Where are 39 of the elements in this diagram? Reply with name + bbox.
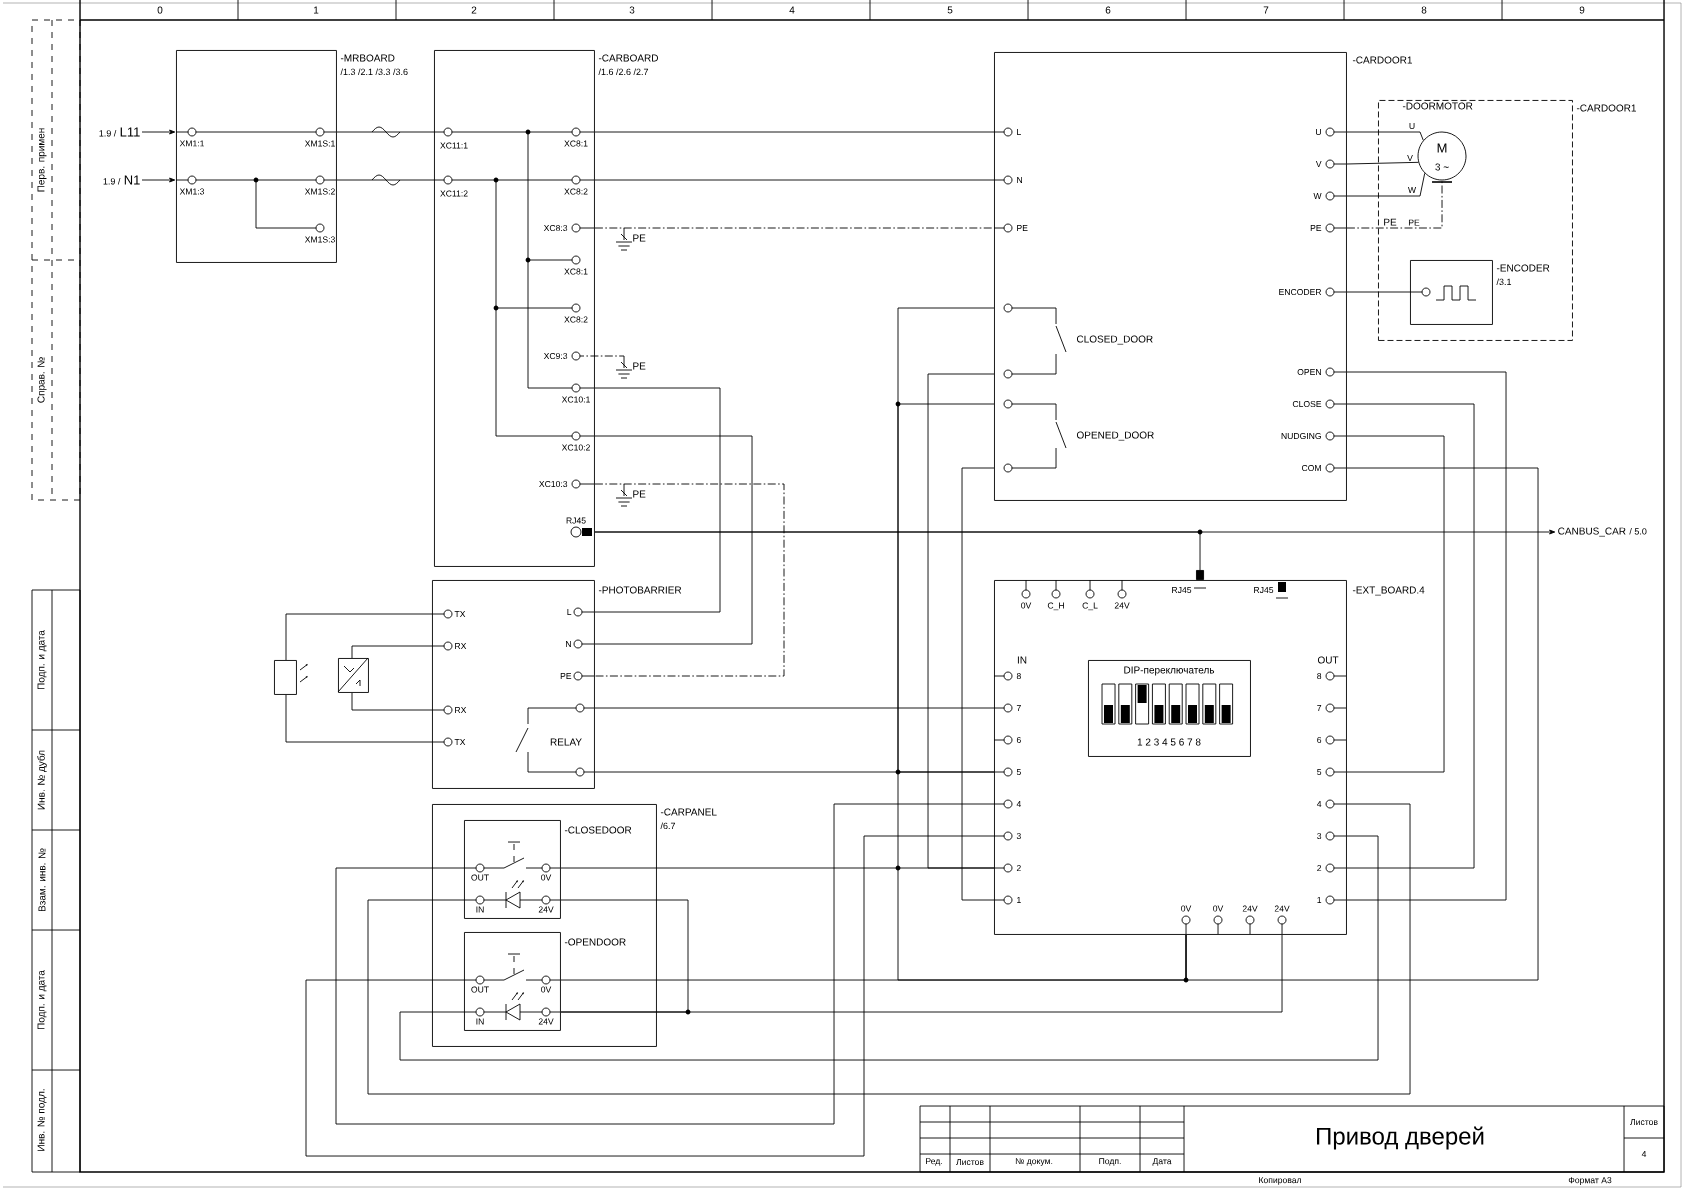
emitter-box (274, 660, 308, 695)
wire (1346, 435, 1445, 773)
wire (399, 835, 1379, 1061)
wire (594, 387, 721, 613)
wire (285, 694, 433, 743)
wire (367, 803, 1411, 1095)
title: Привод дверей (1317, 1126, 1484, 1150)
arrow (141, 129, 176, 135)
wire (1346, 180, 1443, 229)
wire (1185, 467, 1539, 981)
wire (594, 227, 995, 229)
wire (351, 645, 433, 659)
wire (594, 179, 995, 181)
arrow (141, 177, 176, 183)
wire (594, 131, 995, 133)
wire (961, 467, 995, 901)
wire (285, 613, 433, 661)
wire (1346, 161, 1419, 165)
wire (560, 934, 1283, 1013)
wire (1346, 131, 1424, 141)
receiver-box (337, 657, 369, 693)
arrow (594, 531, 1204, 580)
wire (594, 483, 785, 677)
wire (351, 692, 433, 711)
wire (927, 373, 995, 869)
wire (560, 899, 689, 1013)
wire (336, 179, 435, 181)
wire (1346, 172, 1426, 197)
wire (1346, 403, 1475, 869)
wire (1346, 371, 1507, 901)
wire (1346, 291, 1411, 293)
wire (336, 131, 435, 133)
wire (560, 867, 995, 869)
wire (560, 934, 1187, 981)
wire (305, 835, 995, 1157)
wire (594, 707, 995, 709)
wire (335, 803, 995, 1125)
wire (594, 771, 995, 773)
wire (594, 435, 753, 645)
